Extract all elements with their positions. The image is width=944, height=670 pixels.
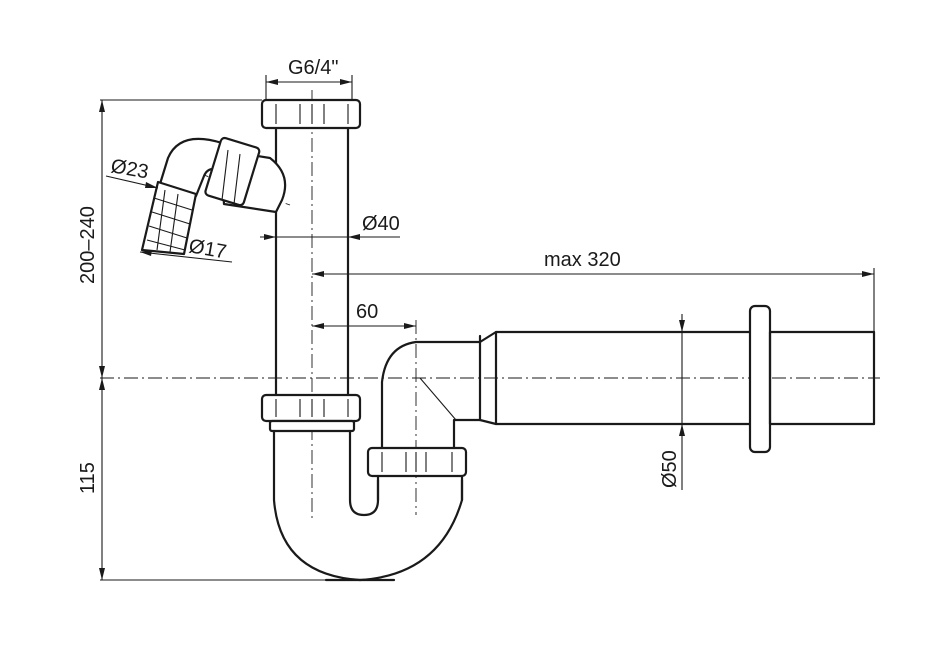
label-pipe-diameter: Ø40: [362, 213, 400, 235]
dim-height-lower: 115: [77, 378, 326, 581]
dim-outlet-length: max 320: [312, 249, 875, 332]
dim-height-upper: 200–240: [77, 99, 262, 378]
label-hose-inner: Ø17: [187, 235, 228, 263]
dim-offset: 60: [312, 301, 416, 329]
dim-pipe-diameter: Ø40: [260, 213, 400, 240]
label-outlet-diameter: Ø50: [659, 450, 681, 488]
dim-outlet-diameter: Ø50: [659, 314, 685, 490]
label-height-upper: 200–240: [77, 206, 99, 284]
outlet-pipe: [478, 330, 876, 426]
top-nut: [260, 98, 362, 130]
label-outlet-length: max 320: [544, 249, 621, 271]
label-offset: 60: [356, 301, 378, 323]
label-thread: G6/4": [288, 57, 338, 79]
u-bend: [272, 429, 464, 582]
label-hose-outer: Ø23: [109, 155, 150, 183]
wall-rosette: [748, 304, 772, 454]
label-height-lower: 115: [77, 462, 99, 494]
dim-thread: G6/4": [265, 57, 353, 100]
riser-nut: [366, 446, 468, 502]
outlet-elbow: [380, 334, 482, 450]
hose-connector: [140, 136, 287, 256]
dim-hose-outer: Ø23: [105, 155, 159, 189]
lower-nut: [260, 393, 362, 433]
